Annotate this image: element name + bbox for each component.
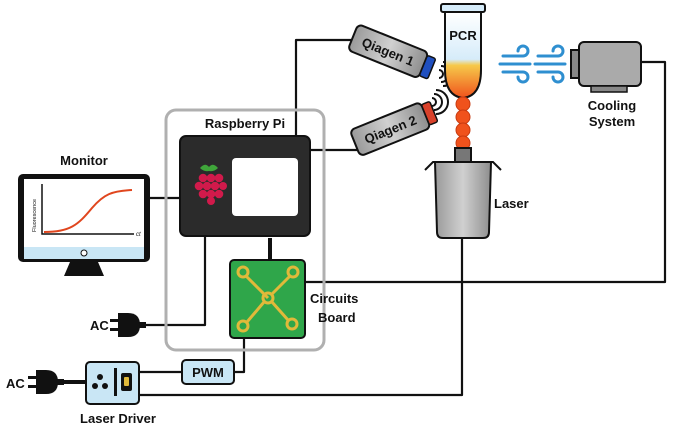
raspberry-pi-board: [179, 135, 311, 237]
raspberry-pi-label: Raspberry Pi: [205, 116, 285, 131]
ac-label-top: AC: [90, 318, 109, 333]
laser-beam: [455, 96, 471, 151]
monitor-plot-axes: [41, 184, 134, 235]
circuits-board-label-line1: Circuits: [310, 291, 358, 306]
wind-icon: [498, 44, 567, 84]
pcr-tube: PCR: [440, 3, 486, 100]
cooling-system-label-line1: Cooling: [588, 98, 636, 113]
circuits-board-label-line2: Board: [318, 310, 356, 325]
wire-circuit-to-pwm: [234, 338, 246, 374]
circuit-board: Circuits Board: [229, 259, 358, 339]
wiring: [62, 38, 667, 397]
power-plug-icon: [110, 313, 146, 337]
ac-plug-bottom: AC: [6, 370, 64, 394]
raspberry-pi-logo-icon: [194, 164, 227, 205]
monitor-label: Monitor: [60, 153, 108, 168]
enclosure-box: [164, 108, 326, 352]
power-plug-icon: [28, 370, 64, 394]
wire-circuit-to-cooling: [305, 60, 667, 284]
qiagen2-device: Qiagen 2: [350, 101, 439, 156]
laser-driver-label: Laser Driver: [80, 411, 156, 426]
pi-display-area: [232, 158, 298, 216]
cooling-system-label-line2: System: [589, 114, 635, 129]
ac-plug-top: AC: [90, 313, 146, 337]
monitor-plot-curve: [43, 189, 133, 233]
monitor: Monitor Fluorescence ct: [18, 153, 150, 276]
laser-driver: Laser Driver: [80, 361, 156, 426]
laser-device: Laser: [424, 147, 529, 239]
cooling-system: Cooling System: [570, 41, 642, 129]
pwm-module: PWM: [181, 359, 235, 385]
wire-pi-to-ac: [145, 232, 207, 327]
wire-pi-to-qiagen1: [294, 38, 355, 138]
monitor-plot-xlabel: ct: [136, 232, 141, 238]
pcr-label: PCR: [449, 28, 477, 43]
monitor-plot-ylabel: Fluorescence: [32, 199, 38, 232]
signal-waves-icon: [431, 89, 449, 115]
pwm-label: PWM: [192, 365, 224, 380]
qiagen1-device: Qiagen 1: [348, 24, 436, 80]
ac-label-bottom: AC: [6, 376, 25, 391]
wire-driver-to-laser: [139, 238, 464, 397]
laser-label: Laser: [494, 196, 529, 211]
